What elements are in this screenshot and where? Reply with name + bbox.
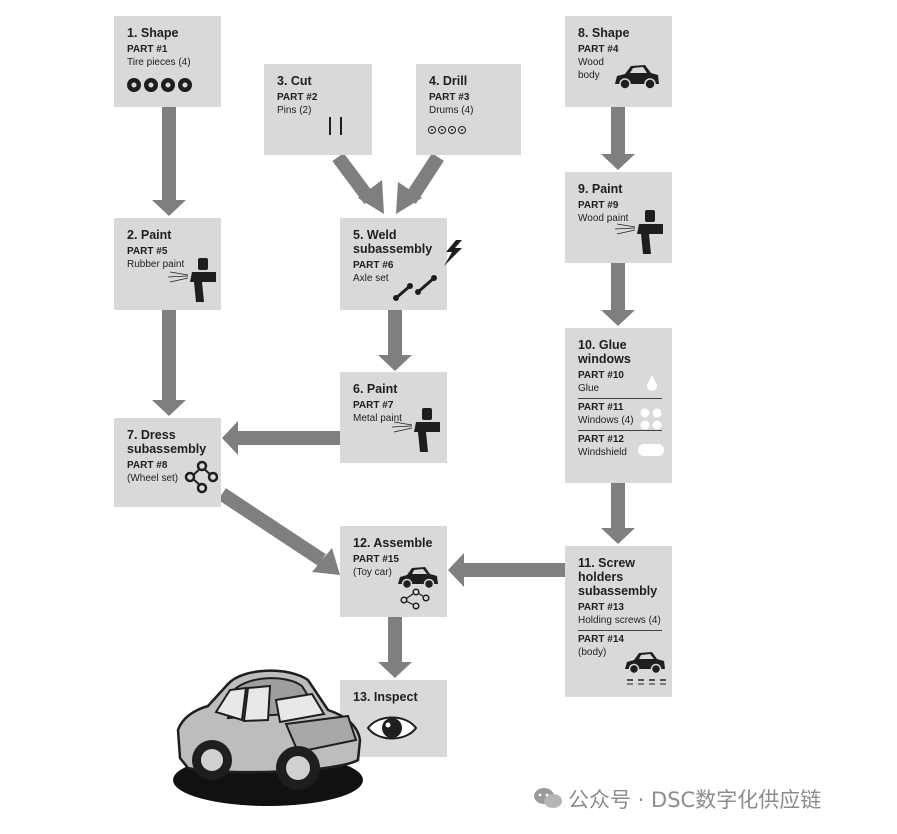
arrow-2-to-7 [152,310,186,416]
step-1-shape: 1. Shape PART #1 Tire pieces (4) [114,16,221,107]
car-body-icon [625,652,665,675]
step-title: 10. Glue windows [578,338,631,366]
step-title: 9. Paint [578,182,623,196]
tire-icon [127,78,192,92]
part-label: PART #11 [578,402,624,413]
arrow-7-to-12-head [312,548,340,575]
window-icon [640,408,662,430]
arrow-1-to-2 [152,107,186,216]
arrow-4-to-5-head [396,182,422,214]
step-9-paint: 9. Paint PART #9 Wood paint [565,172,672,263]
part-label: PART #1 [127,44,168,55]
arrow-3-to-5-shaft [332,152,376,205]
arrow-6-to-7 [222,421,340,455]
step-4-drill: 4. Drill PART #3 Drums (4) [416,64,521,155]
part-description: Holding screws (4) [578,615,661,626]
windshield-icon [638,444,664,456]
eye-icon [366,716,418,740]
arrow-9-to-10 [601,263,635,326]
lightning-icon [444,240,462,266]
part-description: Metal paint [353,413,402,424]
step-title: 8. Shape [578,26,630,40]
part-description: Rubber paint [127,259,185,270]
step-title: 11. Screw holders subassembly [578,556,658,598]
car-body-icon [615,65,659,90]
part-label: PART #12 [578,434,624,445]
part-label: PART #3 [429,92,470,103]
arrow-4-to-5-shaft [404,153,444,204]
part-description: (Toy car) [353,567,392,578]
toy-car-icon [398,567,438,610]
part-label: PART #14 [578,634,624,645]
part-description: Glue [578,383,600,394]
part-description: (body) [578,647,607,658]
step-title: 3. Cut [277,74,312,88]
part-description: (Wheel set) [127,473,179,484]
part-label: PART #13 [578,602,624,613]
divider [578,430,662,431]
part-description: Windows (4) [578,415,634,426]
part-label: PART #15 [353,554,399,565]
step-title: 5. Weld subassembly [353,228,433,256]
step-title: 2. Paint [127,228,172,242]
step-10-glue-windows: 10. Glue windows PART #10 Glue PART #11 … [565,328,672,483]
arrow-10-to-11 [601,483,635,544]
step-title: 6. Paint [353,382,398,396]
toy-car-illustration [173,669,363,806]
part-label: PART #9 [578,200,619,211]
drop-icon [647,375,657,391]
divider [578,398,662,399]
arrow-3-to-5-head [358,180,384,214]
step-3-cut: 3. Cut PART #2 Pins (2) [264,64,372,155]
step-11-screw-holders-subassembly: 11. Screw holders subassembly PART #13 H… [565,546,672,697]
part-label: PART #6 [353,260,394,271]
part-label: PART #5 [127,246,168,257]
axle-icon [393,275,437,301]
step-5-weld-subassembly: 5. Weld subassembly PART #6 Axle set [340,218,462,310]
pin-icon [329,117,342,135]
part-description: Drums (4) [429,105,474,116]
part-label: PART #8 [127,460,168,471]
spray-gun-icon [391,408,440,452]
drum-icon [428,126,466,134]
wheel-set-icon [184,460,218,494]
part-label: PART #2 [277,92,318,103]
step-title: 4. Drill [429,74,468,88]
screw-icon [627,679,666,685]
part-description: Pins (2) [277,105,312,116]
spray-gun-icon [614,210,663,254]
part-label: PART #10 [578,370,624,381]
spray-gun-icon [167,258,216,302]
arrow-7-to-12-shaft [218,488,326,566]
arrow-5-to-6 [378,310,412,371]
step-title: 12. Assemble [353,536,433,550]
part-label: PART #7 [353,400,394,411]
part-description: Wood body [578,57,604,81]
step-title: 13. Inspect [353,690,418,704]
wechat-icon [534,788,562,808]
arrow-12-to-13 [378,617,412,678]
step-7-dress-subassembly: 7. Dress subassembly PART #8 (Wheel set) [114,418,221,507]
step-8-shape: 8. Shape PART #4 Wood body [565,16,672,107]
step-12-assemble: 12. Assemble PART #15 (Toy car) [340,526,447,617]
step-6-paint: 6. Paint PART #7 Metal paint [340,372,447,463]
part-description: Wood paint [578,213,629,224]
part-label: PART #4 [578,44,619,55]
part-description: Windshield [578,447,627,458]
step-title: 1. Shape [127,26,179,40]
part-description: Axle set [353,273,389,284]
arrow-8-to-9 [601,107,635,170]
arrow-11-to-12 [448,553,565,587]
part-description: Tire pieces (4) [127,57,191,68]
step-2-paint: 2. Paint PART #5 Rubber paint [114,218,221,310]
divider [578,630,662,631]
step-title: 7. Dress subassembly [127,428,207,456]
watermark-text: 公众号 · DSC数字化供应链 [568,788,822,812]
